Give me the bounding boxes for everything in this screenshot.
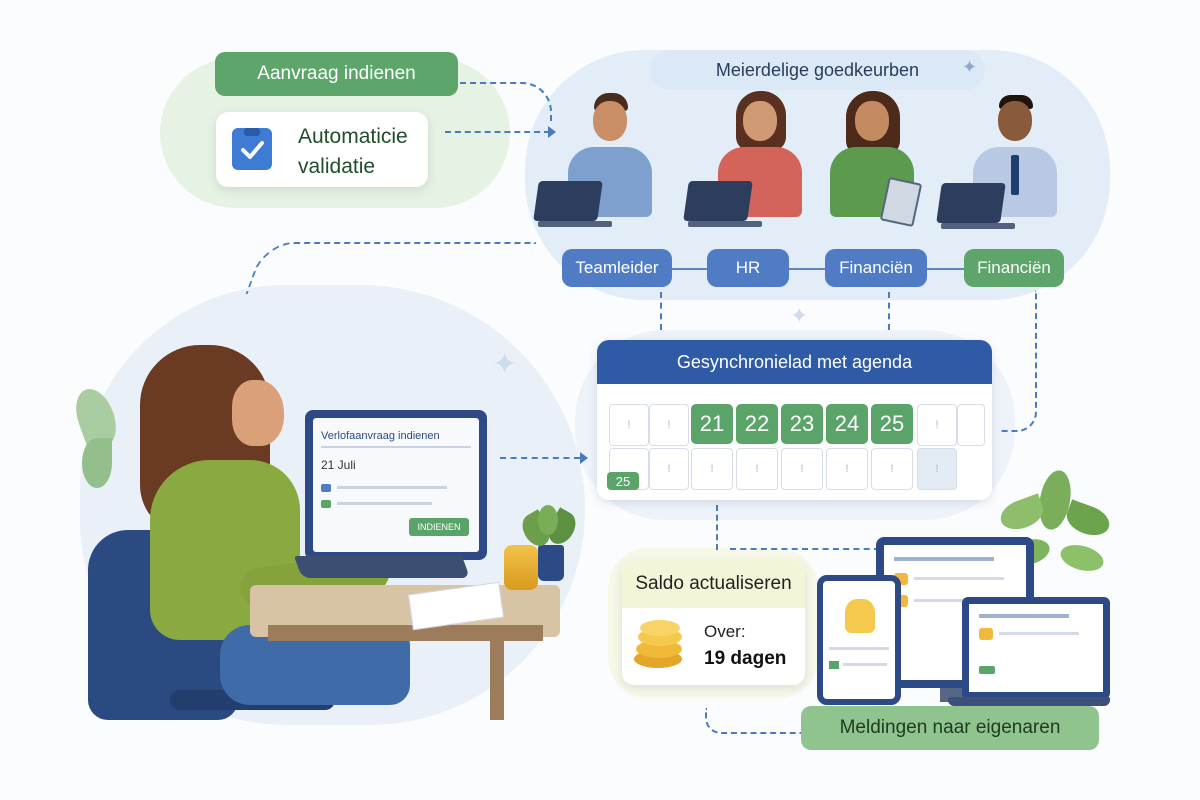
desk-plant-icon <box>517 505 581 585</box>
laptop-screen-date: 21 Juli <box>321 458 356 472</box>
auto-validation-line1: Automaticie <box>298 125 408 148</box>
notification-bell-icon <box>845 599 875 633</box>
calendar-corner-day-label: 25 <box>615 473 631 489</box>
calendar-cell[interactable]: ! <box>871 448 913 490</box>
role-pill-finance: Financiën <box>825 249 927 287</box>
laptop-icon <box>936 183 1006 223</box>
auto-validation-card: Automaticie validatie <box>216 112 428 187</box>
connector-balance-notify <box>705 708 802 734</box>
calendar-day-highlight[interactable]: 21 <box>691 404 733 444</box>
balance-header: Saldo actualiseren <box>622 560 805 608</box>
role-pill-finance-2: Financiën <box>964 249 1064 287</box>
calendar-cell[interactable]: ! <box>691 448 733 490</box>
submit-header-label: Aanvraag indienen <box>257 63 416 84</box>
notification-laptop-base <box>948 697 1110 706</box>
role-pill-teamleider: Teamleider <box>562 249 672 287</box>
laptop-icon <box>683 181 753 221</box>
balance-value: 19 dagen <box>704 648 787 669</box>
calendar-cell[interactable]: ! <box>917 404 957 446</box>
approver-hr <box>683 85 820 227</box>
laptop-submit-button[interactable]: INDIENEN <box>409 518 469 536</box>
calendar-cell[interactable]: ! <box>609 404 649 446</box>
calendar-day-label: 25 <box>879 411 905 436</box>
submit-header-pill: Aanvraag indienen <box>215 52 458 96</box>
approvals-title-pill: Meierdelige goedkeurben <box>650 50 985 90</box>
sparkle-icon: ✦ <box>492 348 518 381</box>
calendar-header: Gesynchronielad met agenda <box>597 340 992 384</box>
connector-worker-loop <box>245 242 537 294</box>
role-label: HR <box>735 258 761 277</box>
notification-laptop <box>962 597 1110 699</box>
calendar-day-label: 24 <box>834 411 860 436</box>
sparkle-icon: ✦ <box>790 303 809 328</box>
approver-finance-2 <box>936 85 1075 229</box>
notifications-label: Meldingen naar eigenaren <box>839 717 1061 738</box>
calendar-cell[interactable] <box>957 404 985 446</box>
connector-header-approvals <box>460 82 552 124</box>
balance-title: Saldo actualiseren <box>635 573 792 594</box>
role-label: Financiën <box>977 258 1051 277</box>
balance-card: Saldo actualiseren Over: 19 dagen <box>622 560 805 685</box>
calendar-day-label: 21 <box>699 411 725 436</box>
sparkle-icon: ✦ <box>962 57 978 77</box>
calendar-cell[interactable]: ! <box>781 448 823 490</box>
connector-arrow <box>580 452 588 464</box>
worker-laptop: Verlofaanvraag indienen 21 Juli INDIENEN <box>305 410 487 560</box>
desk-leg <box>490 640 504 720</box>
plant-left-icon <box>68 378 124 498</box>
clipboard-check-icon <box>232 128 272 170</box>
approvals-title: Meierdelige goedkeurben <box>715 59 920 80</box>
calendar-day-label: 22 <box>744 411 770 436</box>
worker-laptop-keyboard <box>293 556 471 578</box>
role-pill-hr: HR <box>707 249 789 287</box>
calendar-corner-day[interactable]: 25 <box>607 472 639 490</box>
calendar-title: Gesynchronielad met agenda <box>676 351 913 372</box>
connector-laptop-calendar <box>500 457 580 459</box>
connector-finance-calendar <box>888 292 890 330</box>
calendar-cell[interactable]: ! <box>649 404 689 446</box>
calendar-cell[interactable]: ! <box>826 448 868 490</box>
connector-finance2-calendar <box>1000 290 1037 432</box>
role-connector <box>600 268 1020 270</box>
connector-submit-approvals <box>445 131 550 133</box>
auto-validation-line2: validatie <box>298 155 376 178</box>
connector-arrow <box>548 126 556 138</box>
calendar-day-highlight[interactable]: 24 <box>826 404 868 444</box>
calendar-cell[interactable]: ! <box>917 448 957 490</box>
calendar-day-label: 23 <box>789 411 815 436</box>
connector-teamleider-calendar <box>660 292 662 330</box>
mobile-phone <box>817 575 901 705</box>
laptop-screen-title: Verlofaanvraag indienen <box>321 430 440 442</box>
calendar-cell[interactable]: ! <box>649 448 689 490</box>
notifications-pill: Meldingen naar eigenaren <box>801 706 1099 750</box>
woman-face <box>232 380 284 446</box>
laptop-submit-label: INDIENEN <box>417 522 461 532</box>
connector-balance-devices <box>730 548 880 550</box>
calendar-day-highlight[interactable]: 25 <box>871 404 913 444</box>
role-label: Financiën <box>839 258 913 277</box>
gold-coins-icon <box>634 620 684 672</box>
calendar-card: Gesynchronielad met agenda ! ! 21 22 23 … <box>597 340 992 500</box>
connector-calendar-balance <box>716 505 718 550</box>
approver-teamleider <box>533 85 670 227</box>
laptop-icon <box>533 181 603 221</box>
role-label: Teamleider <box>575 258 659 277</box>
calendar-day-highlight[interactable]: 23 <box>781 404 823 444</box>
desk-edge <box>268 625 543 641</box>
balance-label: Over: <box>704 622 746 641</box>
worker-laptop-screen: Verlofaanvraag indienen 21 Juli INDIENEN <box>313 418 479 552</box>
approver-finance <box>812 85 932 228</box>
coins-stack-icon <box>504 545 538 590</box>
calendar-day-highlight[interactable]: 22 <box>736 404 778 444</box>
calendar-cell[interactable]: ! <box>736 448 778 490</box>
